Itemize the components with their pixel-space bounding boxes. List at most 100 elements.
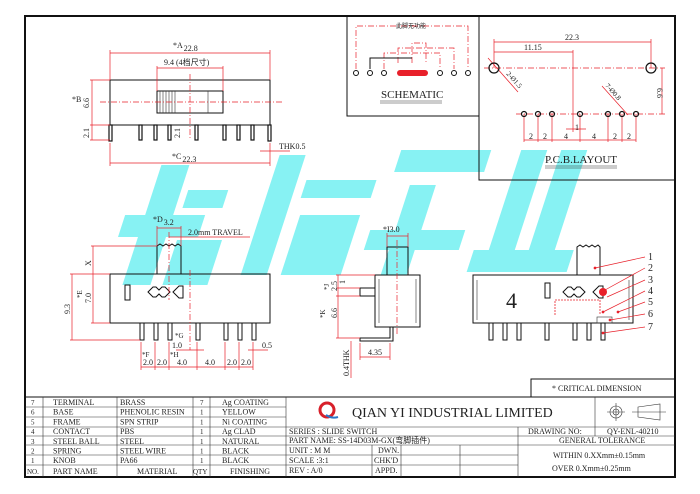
pcb-dim-half: 11.15 <box>524 43 542 52</box>
bom-row: 2 SPRING STEEL WIRE 1 BLACK <box>31 447 249 456</box>
drawing-no-label: DRAWING NO: <box>528 427 582 436</box>
bom-cell-qty: 7 <box>200 399 204 407</box>
callout-3: 3 <box>648 275 653 286</box>
dim-j-label: *J <box>323 284 331 291</box>
pitch-2: 2.0 <box>157 358 167 367</box>
dwn-label: DWN. <box>378 446 399 455</box>
bom-cell-finish: Ni COATING <box>222 417 267 426</box>
bom-cell-finish: Ag COATING <box>222 398 269 407</box>
bom-cell-no: 4 <box>31 428 35 436</box>
bom-cell-qty: 1 <box>200 418 204 426</box>
pcb-layout: 22.3 11.15 2-Ø1.5 7-Ø0.8 6.6 1 2 2 4 4 2… <box>478 16 675 181</box>
callout-5: 5 <box>648 297 653 308</box>
bom-cell-finish: NATURAL <box>222 437 259 446</box>
pcb-dim-offset: 1 <box>575 123 579 132</box>
bom-cell-material: PA66 <box>120 456 138 465</box>
company-logo <box>318 401 339 419</box>
bom-cell-material: STEEL WIRE <box>120 447 166 456</box>
pcb-pitch-2: 2 <box>543 132 547 141</box>
pcb-title: P.C.B.LAYOUT <box>545 154 617 166</box>
chkd-label: CHK'D <box>374 456 398 465</box>
bom-cell-material: PHENOLIC RESIN <box>120 408 185 417</box>
front-view: *D3.2 2.0mm TRAVEL X 9.3 *E 7.0 *G 1.0 *… <box>63 215 272 370</box>
bom-cell-part: BASE <box>53 408 74 417</box>
dim-k-label: *K <box>319 309 327 318</box>
bom-cell-part: CONTACT <box>53 427 90 436</box>
part-name-label: PART NAME: SS-14D03M-GX(弯脚插件) <box>289 435 430 445</box>
rev-label: REV : A/0 <box>289 466 323 475</box>
bom-header-finish: FINISHING <box>230 467 270 476</box>
schematic-contact <box>397 70 428 76</box>
pcb-pitch-5: 2 <box>613 132 617 141</box>
dim-positions: 9.4 (4档尺寸) <box>164 57 210 67</box>
bom-cell-material: SPN STRIP <box>120 417 159 426</box>
dim-pin-mid: 2.1 <box>173 128 182 138</box>
thk-label-side: 0.4THK <box>342 349 351 376</box>
pin-width: 0.5 <box>262 341 272 350</box>
drawing-no-value: QY-ENL-40210 <box>607 427 659 436</box>
dim-pin-left: 2.1 <box>82 128 91 138</box>
company-name: QIAN YI INDUSTRIAL LIMITED <box>352 406 553 421</box>
pitch-3: 4.0 <box>177 358 187 367</box>
callout-1: 1 <box>648 252 653 263</box>
bom-cell-no: 1 <box>31 457 35 465</box>
dim-b-value: 6.6 <box>82 98 91 108</box>
pcb-small-holes: 7-Ø0.8 <box>604 82 623 102</box>
bom-cell-finish: YELLOW <box>222 408 256 417</box>
bom-header-part: PART NAME <box>53 467 98 476</box>
dim-j2-value: 1 <box>338 280 347 284</box>
bom-cell-no: 3 <box>31 438 35 446</box>
appd-label: APPD. <box>375 466 397 475</box>
bom-header-material: MATERIAL <box>137 467 178 476</box>
bom-cell-finish: Ag CLAD <box>222 427 256 436</box>
bom-cell-no: 7 <box>31 399 35 407</box>
tolerance-over: OVER 0.Xmm±0.25mm <box>552 464 632 473</box>
dim-bend: 4.35 <box>368 348 382 357</box>
bom-cell-finish: BLACK <box>222 447 249 456</box>
schematic-note: 此脚无功能 <box>396 22 426 30</box>
bom-cell-qty: 1 <box>200 448 204 456</box>
dim-total-height: 9.3 <box>63 304 72 314</box>
dim-g-value: 1.0 <box>172 341 182 350</box>
travel-label: 2.0mm TRAVEL <box>188 228 243 237</box>
bom-cell-part: STEEL BALL <box>53 437 100 446</box>
bom-cell-part: SPRING <box>53 447 82 456</box>
critical-dimension-note: * CRITICAL DIMENSION <box>552 384 642 393</box>
callout-4: 4 <box>648 286 653 297</box>
callout-2: 2 <box>648 263 653 274</box>
bom-cell-material: PBS <box>120 427 134 436</box>
x-label: X <box>84 260 93 266</box>
bom-cell-qty: 1 <box>200 457 204 465</box>
dim-a-label: *A22.8 <box>173 41 198 53</box>
callout-6: 6 <box>648 309 653 320</box>
bom-cell-no: 2 <box>31 448 35 456</box>
scale-label: SCALE :3:1 <box>289 456 329 465</box>
dim-j-value: 2.5 <box>330 281 339 291</box>
dim-g-label: *G <box>175 332 184 340</box>
dim-f-label: *F <box>142 351 150 359</box>
bom-header-no: NO. <box>27 468 39 476</box>
rear-view: 4 1 2 3 4 5 6 7 <box>472 244 653 341</box>
bom-cell-qty: 1 <box>200 438 204 446</box>
dim-e-label: *E <box>76 290 84 298</box>
top-view: *A22.8 9.4 (4档尺寸) *B 6.6 2.1 2.1 *C22.3 … <box>72 41 305 166</box>
pcb-pitch-1: 2 <box>529 132 533 141</box>
pcb-pitch-4: 4 <box>592 132 596 141</box>
schematic: 此脚无功能 SCHEMATIC <box>346 15 480 117</box>
bom-cell-finish: BLACK <box>222 456 249 465</box>
pitch-4: 4.0 <box>205 358 215 367</box>
callout-7: 7 <box>648 322 653 333</box>
general-tolerance: GENERAL TOLERANCE <box>559 436 645 445</box>
series-label: SERIES : SLIDE SWITCH <box>289 427 377 436</box>
unit-label: UNIT : M M <box>289 446 330 455</box>
bom-cell-no: 5 <box>31 418 35 426</box>
dim-k-value: 6.6 <box>330 308 339 318</box>
